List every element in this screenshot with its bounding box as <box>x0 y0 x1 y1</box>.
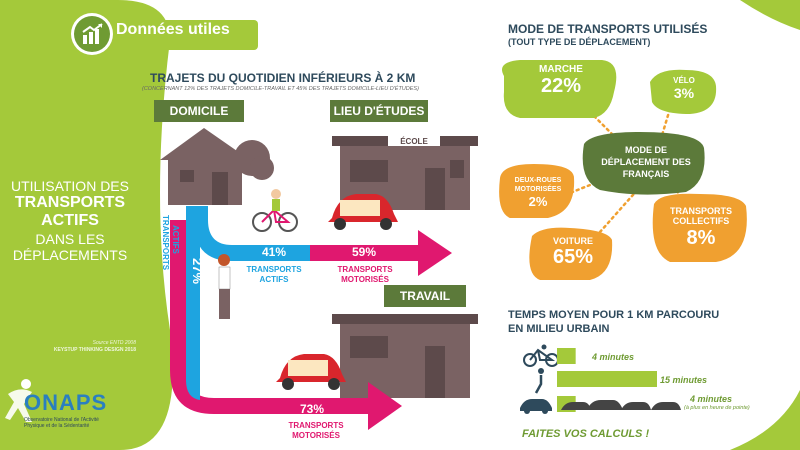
actifs-pct: 41% <box>262 245 287 259</box>
time-bars <box>557 348 681 412</box>
collectifs-label1: TRANSPORTS <box>669 206 732 216</box>
time-walk-label: 15 minutes <box>660 375 708 385</box>
car-icon-top <box>328 194 398 230</box>
modes-diagram <box>499 60 747 280</box>
ecole-sign: ÉCOLE <box>400 137 428 146</box>
office-building-icon <box>332 314 478 398</box>
deux-roues-pct: 2% <box>528 194 548 209</box>
bubble-center <box>582 132 705 195</box>
center-label1: MODE DE <box>624 145 667 155</box>
modes-title: MODE DE TRANSPORTS UTILISÉS <box>508 22 708 36</box>
travail-label1: TRANSPORTS <box>288 421 344 430</box>
trips-title: TRAJETS DU QUOTIDIEN INFÉRIEURS À 2 KM <box>150 71 416 85</box>
time-title-line1: TEMPS MOYEN POUR 1 KM PARCOURU <box>508 309 720 321</box>
center-label3: FRANÇAIS <box>622 169 670 179</box>
time-title-line2: EN MILIEU URBAIN <box>508 323 610 335</box>
house-icon <box>160 128 274 205</box>
onaps-subtitle-2: Physique et de la Sédentarité <box>24 423 90 429</box>
bubble-velo <box>650 69 717 114</box>
traffic-jam-icon <box>561 400 681 410</box>
motor-pct: 59% <box>352 245 377 259</box>
time-car-note: (à plus en heure de pointe) <box>684 405 750 411</box>
velo-pct: 3% <box>673 85 695 101</box>
domicile-label: DOMICILE <box>154 100 244 122</box>
motor-label2: MOTORISÉS <box>341 275 389 284</box>
lieu-etudes-label: LIEU D'ÉTUDES <box>330 100 428 122</box>
side-title-line5: DÉPLACEMENTS <box>12 246 128 263</box>
side-title-line2: TRANSPORTS <box>14 194 126 212</box>
vertical-actifs-label1: TRANSPORTS <box>161 215 170 271</box>
bubble-deux-roues <box>499 164 575 218</box>
collectifs-label2: COLLECTIFS <box>672 216 730 226</box>
velo-label: VÉLO <box>673 76 695 85</box>
onaps-subtitle-1: Observatoire National de l'Activité <box>24 417 99 423</box>
time-car-label: 4 minutes <box>690 394 733 404</box>
side-title-line3: ACTIFS <box>41 212 99 230</box>
travail-pct: 73% <box>300 402 325 416</box>
bar-bike <box>557 348 576 364</box>
modes-subtitle: (TOUT TYPE DE DÉPLACEMENT) <box>508 37 651 47</box>
pedestrian-woman-icon <box>218 254 231 319</box>
vertical-actifs-pct: 27% <box>190 258 205 285</box>
marche-pct: 22% <box>540 75 582 97</box>
time-bike-label: 4 minutes <box>592 352 635 362</box>
bubble-marche <box>502 60 617 118</box>
deux-roues-label2: MOTORISÉES <box>514 186 562 193</box>
marche-label: MARCHE <box>539 64 583 75</box>
motor-label1: TRANSPORTS <box>337 265 393 274</box>
side-title-line4: DANS LES <box>35 230 105 247</box>
bubble-collectifs <box>652 193 747 262</box>
voiture-label: VOITURE <box>552 236 593 246</box>
chart-growth-icon <box>82 23 103 44</box>
bubble-voiture <box>529 227 613 280</box>
side-title-line1: UTILISATION DES <box>11 178 129 194</box>
bike-icon <box>523 344 559 367</box>
actifs-label1: TRANSPORTS <box>246 265 302 274</box>
actifs-label2: ACTIFS <box>259 275 289 284</box>
trips-subtitle: (CONCERNANT 12% DES TRAJETS DOMICILE-TRA… <box>142 86 419 92</box>
deux-roues-label1: DEUX-ROUES <box>514 177 562 184</box>
cyclist-icon <box>252 189 298 232</box>
bar-walk <box>557 371 657 387</box>
vertical-actifs-label2: ACTIFS <box>171 225 180 254</box>
onaps-logo-text: ONAPS <box>24 390 108 415</box>
source-note: Source ENTD 2008 <box>92 340 136 346</box>
car-icon-bottom <box>276 354 346 390</box>
center-label2: DÉPLACEMENT DES <box>601 157 691 167</box>
travail-label: TRAVAIL <box>384 285 466 307</box>
walk-icon <box>534 368 544 394</box>
voiture-pct: 65% <box>552 246 594 268</box>
header-title: Données utiles <box>116 21 230 38</box>
onaps-figure-logo <box>5 379 32 422</box>
collectifs-pct: 8% <box>686 227 716 249</box>
travail-label2: MOTORISÉS <box>292 431 340 440</box>
faites-vos-calculs: FAITES VOS CALCULS ! <box>522 428 650 440</box>
car-icon <box>520 399 552 414</box>
design-credit: KEYSTUP THINKING DESIGN 2018 <box>53 347 136 353</box>
trips-diagram <box>160 128 478 430</box>
